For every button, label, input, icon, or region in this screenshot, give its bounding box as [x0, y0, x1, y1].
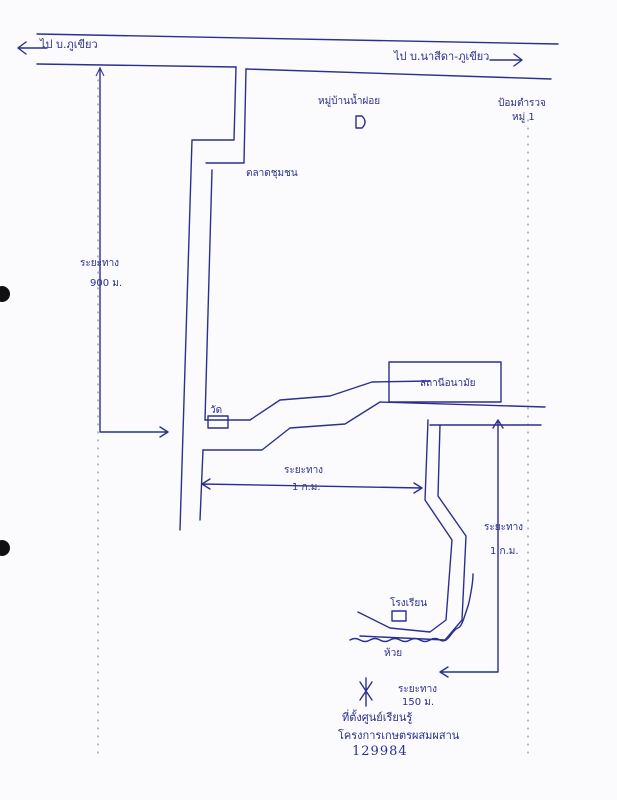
- distance-900-line: [99, 67, 169, 438]
- road-label-right: ไป บ.นาสีดา-ภูเขียว: [394, 50, 490, 63]
- school-label: โรงเรียน: [390, 598, 428, 609]
- arrow-left-icon: [17, 41, 48, 55]
- main-road-bottom-edge-left: [36, 63, 237, 68]
- branch-road-upper-edge: [204, 380, 431, 421]
- caption-number: 129984: [352, 744, 408, 759]
- main-road-bottom-edge-right: [245, 68, 552, 80]
- river-line: [349, 573, 474, 643]
- distance-900-arrowhead: [95, 66, 105, 77]
- bottom-distance-label: ระยะทาง: [398, 684, 438, 695]
- bottom-distance-value: 150 ม.: [402, 697, 435, 708]
- caption-line-2: โครงการเกษตรผสมผสาน: [338, 729, 460, 742]
- side-road-right-edge: [204, 169, 213, 421]
- main-road-top-edge: [36, 33, 559, 45]
- north-arrow-icon: [359, 677, 373, 707]
- side-road-left-edge: [179, 66, 237, 531]
- side-road-right-edge-top: [205, 68, 247, 164]
- health-center-sub-label: หมู่ 1: [512, 112, 535, 123]
- right-distance-label: ระยะทาง: [484, 522, 524, 533]
- school-icon: [391, 610, 407, 622]
- building-label: สถานีอนามัย: [420, 378, 476, 389]
- middle-distance-label: ระยะทาง: [284, 465, 324, 476]
- punch-hole-bottom: [0, 540, 10, 556]
- temple-label: วัด: [210, 405, 223, 416]
- branch-road-lower-edge: [202, 401, 546, 451]
- village-label: หมู่บ้านน้ำฝอย: [318, 96, 381, 107]
- village-mark-icon: [355, 115, 366, 129]
- market-label: ตลาดชุมชน: [246, 168, 298, 179]
- distance-right-line: [439, 419, 504, 678]
- building-outline: [388, 361, 502, 403]
- arrow-right-icon: [489, 53, 523, 67]
- temple-icon: [207, 415, 229, 429]
- vertical-distance-label: ระยะทาง: [80, 258, 120, 269]
- vertical-distance-value: 900 ม.: [90, 278, 123, 289]
- lower-road-left-edge: [357, 419, 453, 633]
- middle-distance-value: 1 ก.ม.: [292, 482, 321, 493]
- river-label: ห้วย: [384, 648, 403, 659]
- distance-middle-line: [201, 478, 423, 494]
- side-road-right-edge-lower: [199, 449, 204, 521]
- health-center-label: ป้อมตำรวจ: [498, 98, 546, 109]
- caption-line-1: ที่ตั้งศูนย์เรียนรู้: [342, 711, 413, 724]
- road-label-left: ไป บ.ภูเขียว: [40, 38, 98, 51]
- right-distance-value: 1 ก.ม.: [490, 546, 519, 557]
- punch-hole-top: [0, 286, 10, 302]
